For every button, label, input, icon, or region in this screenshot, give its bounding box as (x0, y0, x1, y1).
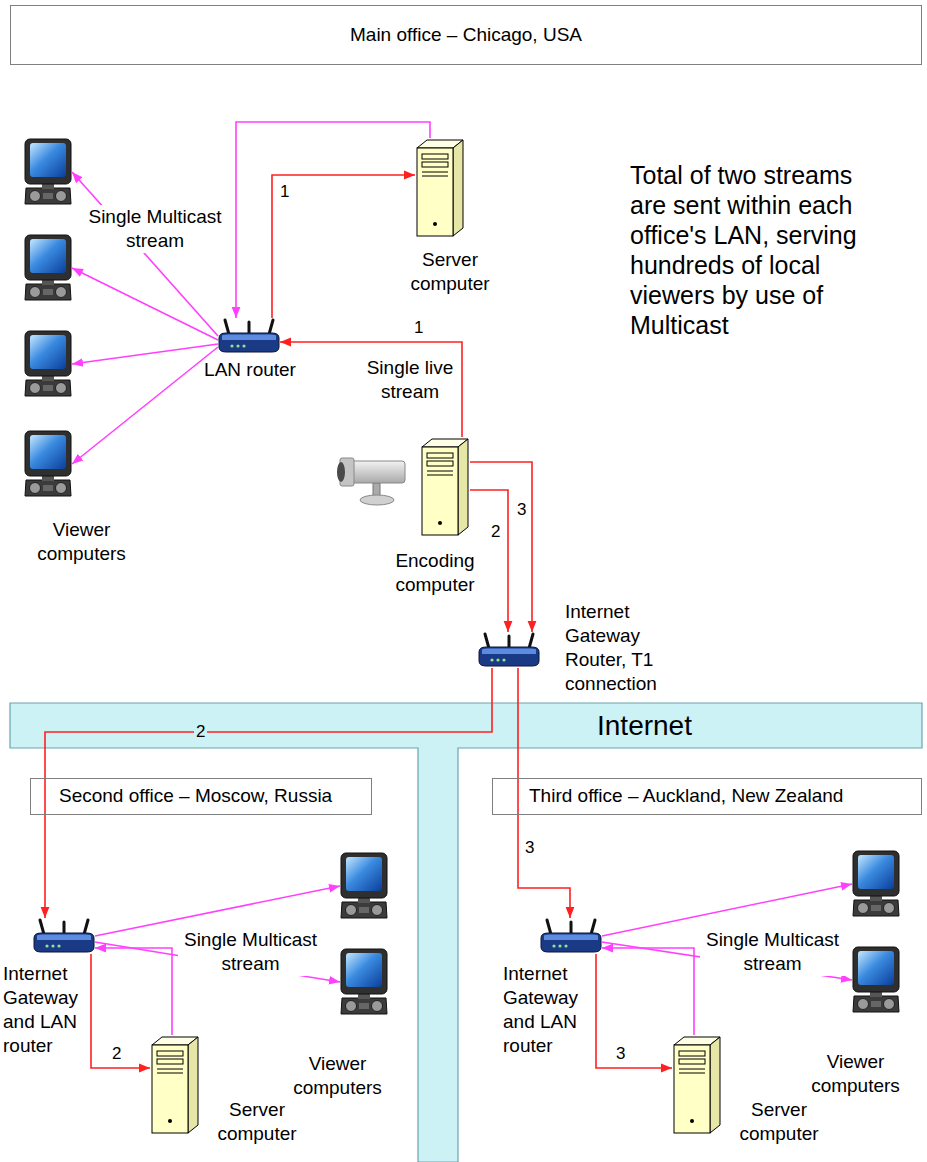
router-icon (540, 918, 602, 954)
encoder-node: Encoding computer (390, 437, 480, 597)
monitor-icon (852, 946, 900, 1014)
router-symbol-use (219, 320, 279, 352)
box-label: Internet (597, 709, 692, 743)
monitor-icon (25, 139, 71, 204)
multicast-connector (236, 122, 430, 318)
device-label: Internet Gateway and LAN router (503, 962, 583, 1058)
monitor-icon (24, 430, 72, 498)
callout-number: 1 (278, 182, 291, 201)
monitor-symbol-use (25, 431, 71, 496)
router-symbol-use (479, 634, 539, 666)
multicast-connector (72, 347, 218, 464)
device-label: LAN router (200, 358, 300, 382)
callout-number: 2 (194, 722, 207, 741)
device-label: Viewer computers (290, 1052, 385, 1100)
camera-lens (337, 462, 345, 482)
callout-number: 3 (515, 500, 528, 519)
multicast-connector (95, 948, 172, 1035)
stream-label: Single Multicast stream (700, 928, 845, 976)
multicast-line (72, 344, 218, 364)
stream-connector (280, 342, 462, 437)
router-node: LAN router (200, 318, 300, 382)
monitor-icon (853, 851, 899, 916)
device-label: Viewer computers (34, 518, 129, 566)
stream-connector (470, 490, 508, 632)
router-icon (33, 918, 95, 954)
gateway-node: Internet Gateway and LAN router (503, 918, 602, 1058)
monitor-icon (25, 235, 71, 300)
stream-connector (272, 175, 415, 318)
multicast-connector (602, 948, 694, 1035)
stream-label: Single Multicast stream (84, 205, 226, 253)
camera-base (360, 495, 394, 505)
server-node: Server computer (150, 1035, 302, 1146)
callout-number: 3 (523, 838, 536, 857)
device-label: Server computer (212, 1098, 302, 1146)
office-title-box: Third office – Auckland, New Zealand (492, 778, 922, 815)
server-symbol-use (674, 1037, 720, 1133)
device-label: Internet Gateway Router, T1 connection (565, 600, 661, 696)
internet-band: Internet (10, 703, 922, 748)
stream-label: Single live stream (360, 356, 460, 404)
server-icon (150, 1035, 200, 1135)
router-symbol-use (541, 920, 601, 952)
device-label: Internet Gateway and LAN router (3, 962, 83, 1058)
stream-connector (45, 668, 492, 918)
viewer-node: Viewer computers (24, 430, 129, 566)
office-title-box: Second office – Moscow, Russia (30, 778, 372, 815)
callout-number: 3 (614, 1044, 627, 1063)
stream-connector (596, 954, 672, 1068)
monitor-symbol-use (853, 947, 899, 1012)
gateway-node: Internet Gateway and LAN router (3, 918, 95, 1058)
multicast-line (72, 172, 218, 336)
device-label: Server computer (405, 248, 495, 296)
callout-number: 2 (489, 522, 502, 541)
camera-icon (337, 458, 405, 505)
server-node: Server computer (672, 1035, 824, 1146)
server-icon (420, 437, 470, 537)
callout-number: 2 (110, 1044, 123, 1063)
device-label: Encoding computer (390, 549, 480, 597)
box-label: Second office – Moscow, Russia (59, 785, 332, 808)
camera-body (351, 461, 405, 483)
office-title-box: Main office – Chicago, USA (10, 5, 922, 65)
box-label: Main office – Chicago, USA (350, 24, 582, 47)
callout-number: 1 (412, 318, 425, 337)
server-icon (415, 138, 465, 238)
device-label: Viewer computers (808, 1050, 903, 1098)
stream-connector (470, 462, 532, 632)
stream-label: Single Multicast stream (178, 928, 323, 976)
box-label: Third office – Auckland, New Zealand (529, 785, 843, 808)
monitor-icon (341, 853, 387, 918)
server-symbol-use (152, 1037, 198, 1133)
stream-connector (91, 954, 150, 1068)
device-label: Server computer (734, 1098, 824, 1146)
monitor-symbol-use (341, 949, 387, 1014)
server-node: Server computer (405, 138, 495, 296)
server-icon (672, 1035, 722, 1135)
internet-band-shape (10, 703, 922, 1162)
monitor-icon (340, 948, 388, 1016)
monitor-icon (25, 331, 71, 396)
gateway-node: Internet Gateway Router, T1 connection (478, 600, 661, 696)
router-symbol-use (34, 920, 94, 952)
router-icon (478, 632, 540, 668)
server-symbol-use (417, 140, 463, 236)
router-icon (218, 318, 280, 354)
note-text: Total of two streams are sent within eac… (630, 160, 874, 340)
server-symbol-use (422, 439, 468, 535)
multicast-line (72, 268, 218, 340)
